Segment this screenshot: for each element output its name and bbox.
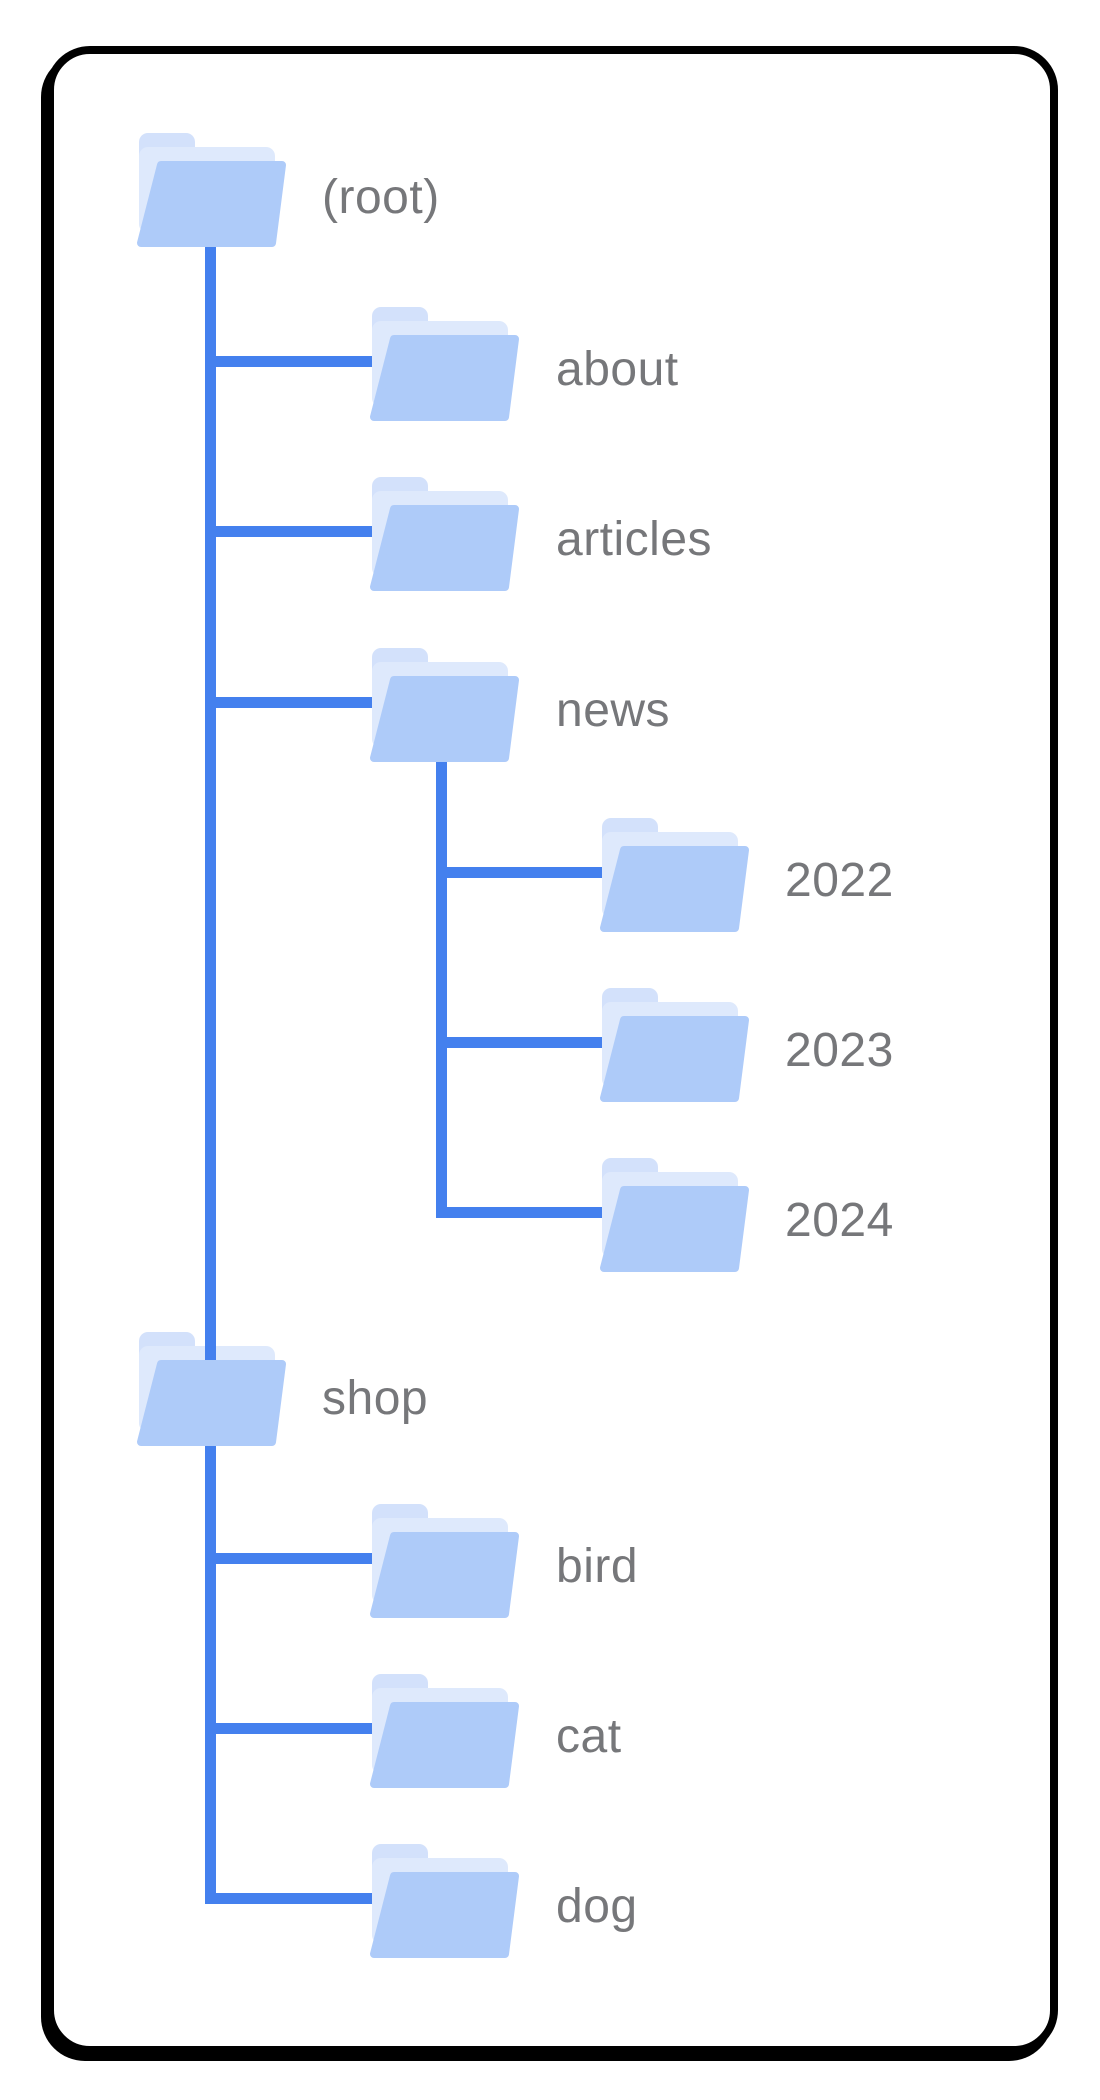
node-news	[370, 648, 525, 762]
folder-label-2022: 2022	[785, 854, 894, 907]
folder-icon	[600, 988, 755, 1102]
folder-icon	[370, 1674, 525, 1788]
connector-branch-2023	[436, 1037, 620, 1048]
folder-label-2023: 2023	[785, 1024, 894, 1077]
connector-branch-bird	[210, 1553, 390, 1564]
connector-branch-2024	[436, 1207, 620, 1218]
folder-icon	[370, 1844, 525, 1958]
node-articles	[370, 477, 525, 591]
connector-branch-news	[210, 697, 390, 708]
node-about	[370, 307, 525, 421]
folder-label-news: news	[556, 684, 671, 737]
folder-label-bird: bird	[556, 1540, 639, 1593]
connector-branch-cat	[210, 1723, 390, 1734]
folder-icon	[600, 1158, 755, 1272]
folder-label-2024: 2024	[785, 1194, 894, 1247]
folder-label-dog: dog	[556, 1880, 638, 1933]
folder-icon	[370, 307, 525, 421]
folder-label-articles: articles	[556, 513, 713, 566]
folder-icon	[370, 1504, 525, 1618]
connector-branch-about	[210, 356, 390, 367]
folder-icon	[370, 477, 525, 591]
connector-branch-2022	[436, 867, 620, 878]
folder-label-root: (root)	[322, 171, 440, 224]
node-dog	[370, 1844, 525, 1958]
node-2022	[600, 818, 755, 932]
node-2023	[600, 988, 755, 1102]
tree-card	[46, 46, 1058, 2054]
node-shop	[137, 1332, 292, 1446]
folder-label-cat: cat	[556, 1710, 622, 1763]
folder-icon	[600, 818, 755, 932]
folder-icon	[137, 133, 292, 247]
folder-label-shop: shop	[322, 1372, 429, 1425]
connector-news-trunk	[436, 752, 447, 1218]
node-2024	[600, 1158, 755, 1272]
connector-root-trunk	[205, 240, 216, 1904]
node-root	[137, 133, 292, 247]
connector-branch-articles	[210, 526, 390, 537]
folder-label-about: about	[556, 343, 679, 396]
connector-branch-dog	[210, 1893, 390, 1904]
folder-icon	[370, 648, 525, 762]
node-bird	[370, 1504, 525, 1618]
node-cat	[370, 1674, 525, 1788]
folder-icon	[137, 1332, 292, 1446]
